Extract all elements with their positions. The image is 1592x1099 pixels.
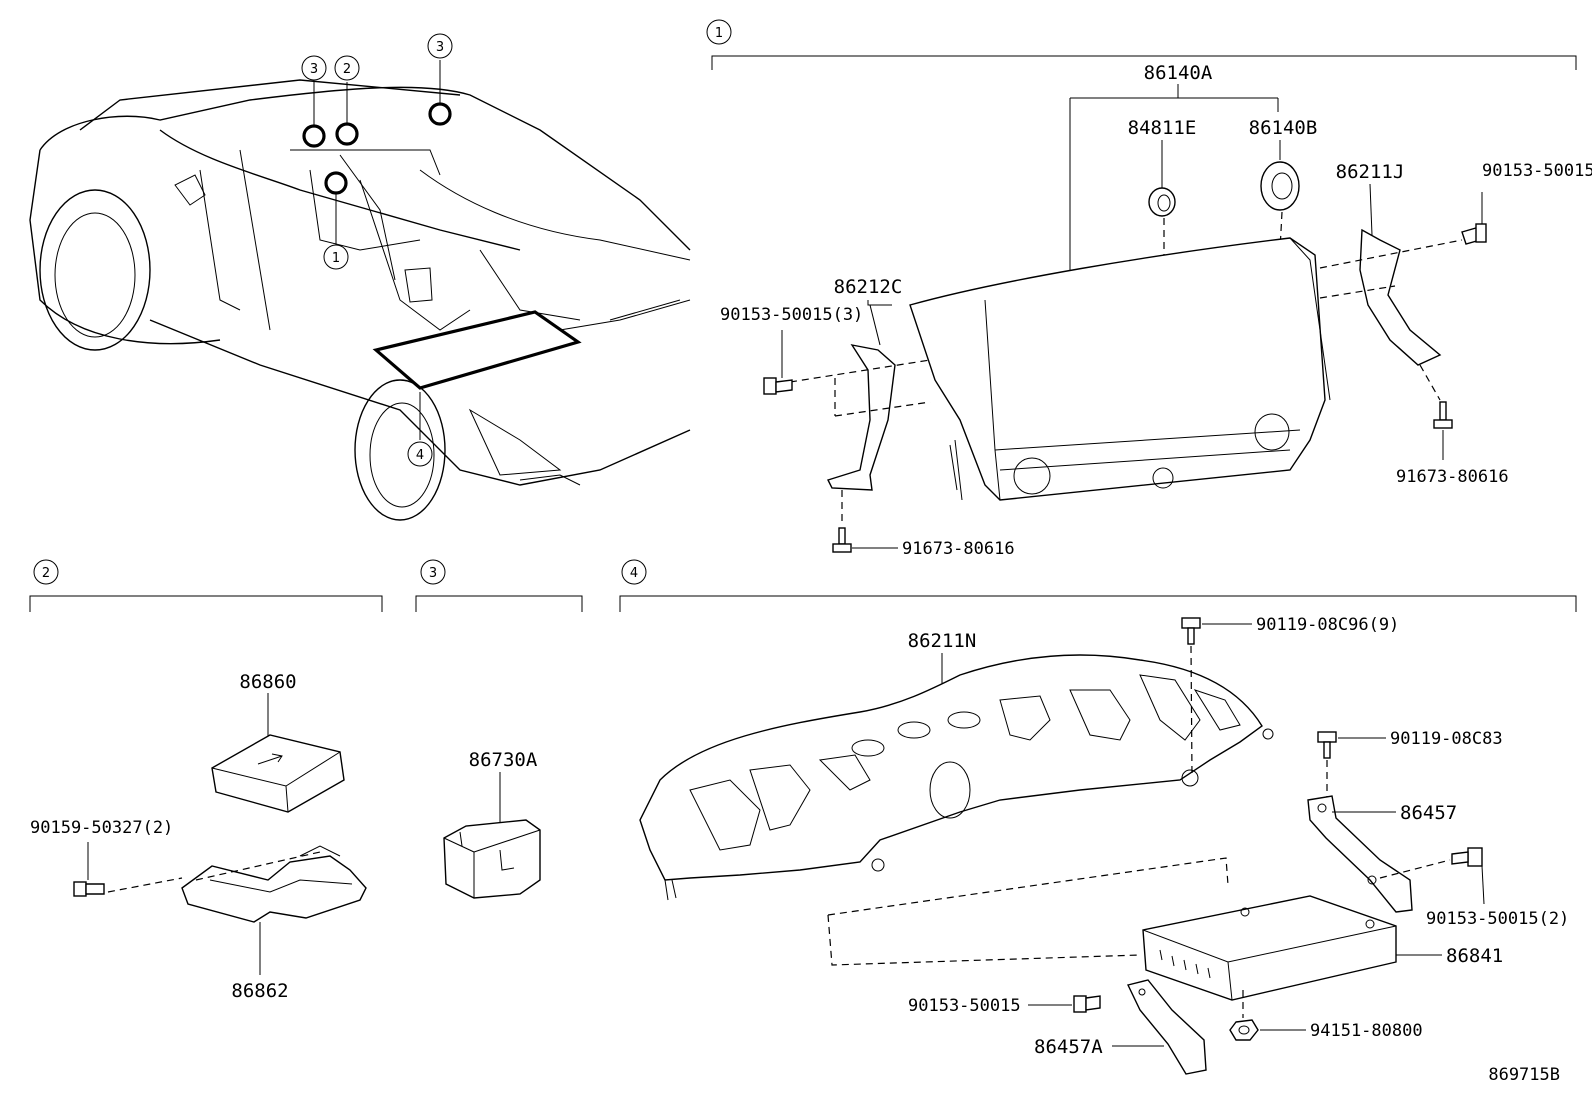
label-86841: 86841	[1446, 945, 1503, 967]
label-bolt-90153-50015: 90153-50015	[908, 996, 1021, 1016]
label-86211J: 86211J	[1336, 161, 1405, 183]
label-84811E: 84811E	[1128, 117, 1197, 139]
label-86211N: 86211N	[908, 630, 977, 652]
label-86457A: 86457A	[1034, 1036, 1103, 1058]
bolt-90153-50015-right	[1451, 847, 1483, 867]
section-3-module: 3 86730A	[415, 559, 583, 899]
label-bolt-90119-08C96-9: 90119-08C96(9)	[1256, 615, 1399, 635]
callout-marker-1: 1	[323, 244, 349, 270]
bolt-90153-right	[1461, 223, 1487, 245]
cover-86211N	[639, 654, 1274, 901]
bolt-90159	[73, 881, 105, 897]
section-3-number: 3	[429, 566, 437, 581]
label-86730A: 86730A	[469, 749, 538, 771]
module-86730A	[443, 819, 541, 899]
label-bolt-90119-08C83: 90119-08C83	[1390, 729, 1503, 749]
label-nut-94151-80800: 94151-80800	[1310, 1021, 1423, 1041]
section-4-number: 4	[630, 566, 638, 581]
section-2-airbag-sensor: 2 86860 86862 90159-50327(2)	[29, 559, 383, 1002]
knob-86140B	[1260, 161, 1300, 211]
vehicle-overview: 3 2 3 1 4	[29, 33, 691, 521]
svg-text:3: 3	[310, 62, 318, 77]
sensor-module-86860	[211, 734, 345, 813]
label-bolt-90159-50327-2: 90159-50327(2)	[30, 818, 173, 838]
svg-text:4: 4	[416, 448, 424, 463]
section-1-display: 1 86140A 84811E 86140B	[706, 19, 1592, 559]
bracket-86457A	[1126, 979, 1207, 1075]
label-86457: 86457	[1400, 802, 1457, 824]
bracket-86457	[1307, 795, 1413, 913]
callout-marker-4: 4	[407, 441, 433, 467]
label-bolt-90153-50015-3-left: 90153-50015(3)	[720, 305, 863, 325]
label-screw-91673-80616-right: 91673-80616	[1396, 467, 1509, 487]
label-86140B: 86140B	[1249, 117, 1318, 139]
callout-marker-3b: 3	[427, 33, 453, 59]
section-4-amplifier: 4 86211N 90119-08C	[619, 559, 1577, 1075]
label-86212C: 86212C	[834, 276, 903, 298]
label-bolt-90153-50015-3-right: 90153-50015(3)	[1482, 161, 1592, 181]
label-bolt-90153-50015-2: 90153-50015(2)	[1426, 909, 1569, 929]
callout-marker-2: 2	[334, 55, 360, 81]
label-86140A: 86140A	[1144, 62, 1213, 84]
bolt-90119-08C96	[1181, 617, 1201, 645]
bracket-86212C	[827, 344, 896, 491]
nut-94151-80800	[1229, 1019, 1259, 1041]
label-screw-91673-80616-bottom: 91673-80616	[902, 539, 1015, 559]
bolt-90119-08C83	[1317, 731, 1337, 759]
section-1-number: 1	[715, 26, 723, 41]
diagram-code: 869715B	[1488, 1065, 1560, 1085]
label-86862: 86862	[231, 980, 288, 1002]
svg-text:1: 1	[332, 251, 340, 266]
display-unit	[909, 237, 1331, 501]
screw-91673-right	[1433, 401, 1453, 429]
svg-text:2: 2	[343, 62, 351, 77]
bracket-86211J	[1359, 228, 1442, 366]
bolt-90153-50015-left	[1073, 995, 1101, 1013]
bracket-86862	[181, 845, 367, 923]
bolt-90153-left	[763, 377, 793, 395]
amplifier-86841	[1142, 895, 1397, 1001]
knob-84811E	[1148, 187, 1176, 217]
label-86860: 86860	[239, 671, 296, 693]
screw-91673-bottom	[832, 527, 852, 553]
svg-text:3: 3	[436, 40, 444, 55]
section-2-number: 2	[42, 566, 50, 581]
callout-marker-3a: 3	[301, 55, 327, 81]
